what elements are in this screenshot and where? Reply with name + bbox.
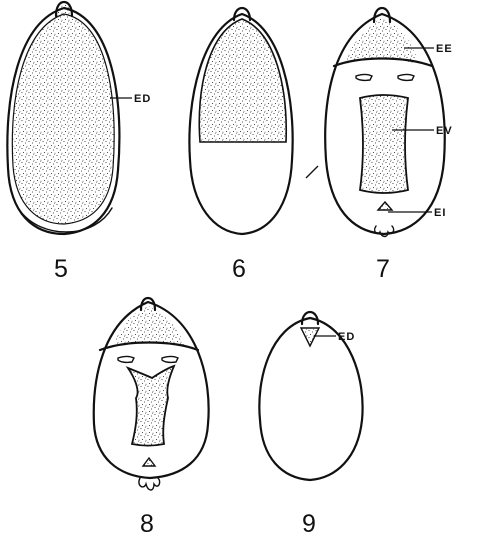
seed-8-inner-embryo (143, 458, 155, 466)
seed-9-label-ed: ED (338, 331, 355, 343)
seed-8-dash-right (162, 357, 178, 363)
seed-5-label-ed: ED (134, 93, 151, 105)
figure-9-number: 9 (302, 510, 316, 537)
figure-9: ED 9 (259, 312, 362, 537)
figure-8: 8 (94, 298, 209, 537)
seed-8-root-tip (139, 478, 160, 490)
seed-7-label-ei: EI (434, 207, 446, 219)
figure-5: ED 5 (7, 2, 151, 283)
figure-5-number: 5 (54, 255, 68, 283)
figure-7: EE EV EI 7 (325, 8, 452, 283)
figure-8-number: 8 (140, 510, 154, 537)
seed-7-upper-endosperm (346, 18, 418, 64)
seed-9-embryo (301, 328, 319, 346)
seed-8-upper-endosperm (114, 306, 184, 346)
seed-7-dash-left (356, 75, 372, 81)
seed-7-label-ee: EE (436, 43, 453, 55)
figure-7-number: 7 (376, 255, 390, 283)
seed-6-endosperm (199, 19, 286, 142)
seed-7-dash-right (398, 75, 414, 81)
figure-6: 6 (189, 8, 318, 283)
seed-5-endosperm (12, 14, 114, 224)
seed-8-dash-left (118, 357, 134, 363)
seed-7-embryo-cavity (360, 95, 408, 193)
seed-6-mark (306, 166, 318, 178)
seed-7-inner-embryo (378, 202, 392, 210)
seed-7-label-ev: EV (436, 125, 453, 137)
figure-6-number: 6 (232, 255, 246, 283)
seed-8-embryo-cavity (128, 366, 174, 446)
